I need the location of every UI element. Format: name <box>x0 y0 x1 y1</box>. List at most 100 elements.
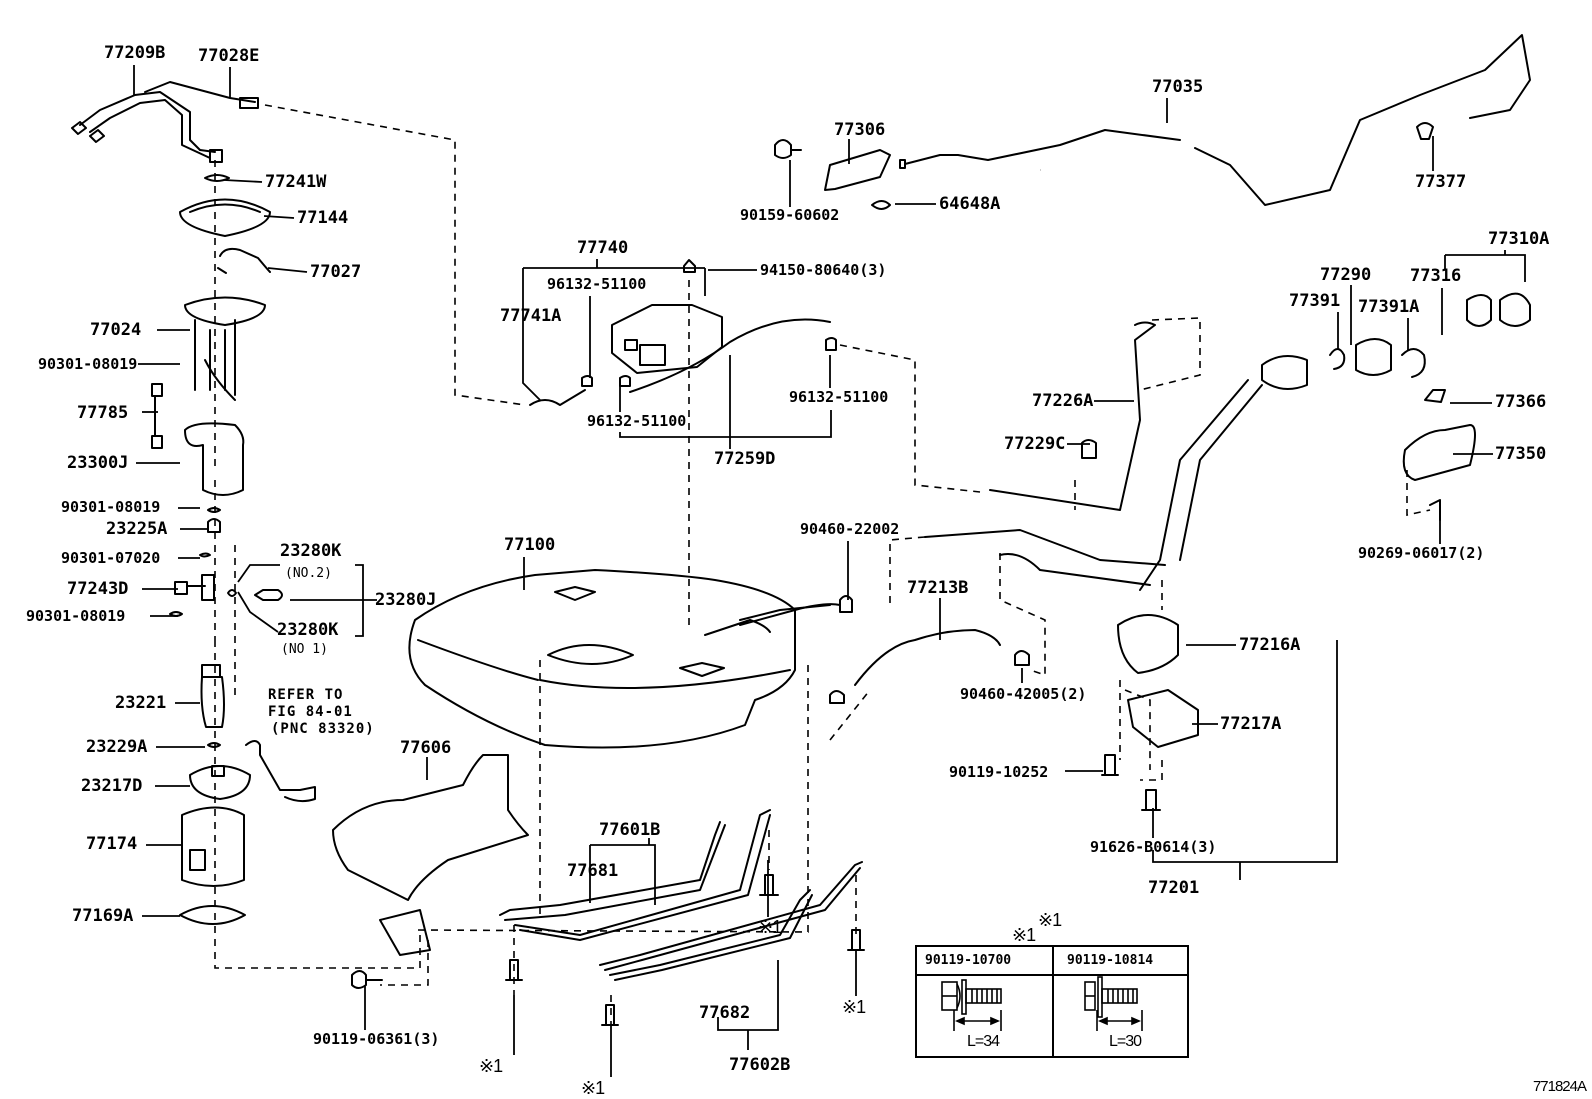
breather-tube-77226A <box>989 321 1156 511</box>
label-91626-B0614[interactable]: 91626-B0614(3) <box>1090 838 1217 856</box>
leader-line <box>522 259 706 401</box>
label-77316[interactable]: 77316 <box>1410 266 1462 286</box>
label-77682[interactable]: 77682 <box>699 1003 751 1023</box>
leader-line <box>267 267 308 273</box>
label-96132-51100[interactable]: 96132-51100 <box>789 388 889 406</box>
bracket-77217A <box>1127 689 1199 748</box>
label-23225A[interactable]: 23225A <box>106 519 168 539</box>
label-77740[interactable]: 77740 <box>577 238 629 258</box>
leader-line <box>589 838 656 905</box>
label-77259D[interactable]: 77259D <box>714 449 776 469</box>
o-ring-small <box>199 552 211 558</box>
label-23300J[interactable]: 23300J <box>67 453 129 473</box>
label-77681[interactable]: 77681 <box>567 861 619 881</box>
label-77027[interactable]: 77027 <box>310 262 362 282</box>
filler-cap-seal-77290 <box>1355 338 1392 376</box>
harness-connector-end <box>239 97 259 109</box>
label-77217A[interactable]: 77217A <box>1220 714 1282 734</box>
filler-neck <box>1261 355 1308 390</box>
label-77229C[interactable]: 77229C <box>1004 434 1066 454</box>
label-77741A[interactable]: 77741A <box>500 306 562 326</box>
charcoal-canister-77740 <box>611 304 723 374</box>
label-77028E[interactable]: 77028E <box>198 46 260 66</box>
assembly-dashed-line <box>1406 470 1431 516</box>
label-77035[interactable]: 77035 <box>1152 77 1204 97</box>
fuel-tank-band-77602B <box>599 861 863 971</box>
label-23280K-no1[interactable]: 23280K <box>277 620 339 640</box>
leader-line <box>355 564 364 637</box>
label-90301-08019[interactable]: 90301-08019 <box>61 498 161 516</box>
label-90159-60602[interactable]: 90159-60602 <box>740 206 840 224</box>
label-90119-10252[interactable]: 90119-10252 <box>949 763 1049 781</box>
label-77216A[interactable]: 77216A <box>1239 635 1301 655</box>
leader-line <box>237 591 279 633</box>
ref-mark-1: ※1 <box>1012 925 1036 945</box>
label-90301-08019[interactable]: 90301-08019 <box>26 607 126 625</box>
label-94150-80640[interactable]: 94150-80640(3) <box>760 261 887 279</box>
fuel-tank-band-77681 <box>499 821 726 921</box>
bolt-icon <box>1084 976 1143 1031</box>
plate-clip <box>204 174 230 182</box>
label-77350[interactable]: 77350 <box>1495 444 1547 464</box>
label-77169A[interactable]: 77169A <box>72 906 134 926</box>
label-64648A[interactable]: 64648A <box>939 194 1001 214</box>
label-23280J[interactable]: 23280J <box>375 590 437 610</box>
label-77209B[interactable]: 77209B <box>104 43 166 63</box>
fuel-filler-pipe-77201 <box>1139 379 1263 591</box>
bolt-91626-B0614 <box>1141 789 1161 811</box>
clamp-90460-22002 <box>839 595 853 613</box>
label-23221[interactable]: 23221 <box>115 693 167 713</box>
ref-mark-1: ※1 <box>842 997 866 1017</box>
label-90119-06361[interactable]: 90119-06361(3) <box>313 1030 440 1048</box>
label-90301-07020[interactable]: 90301-07020 <box>61 549 161 567</box>
harness-connectors <box>71 121 105 143</box>
label-23280K-no2-note: (NO.2) <box>285 566 332 581</box>
label-77306[interactable]: 77306 <box>834 120 886 140</box>
label-90269-06017[interactable]: 90269-06017(2) <box>1358 544 1485 562</box>
assembly-dashed-line <box>264 104 526 406</box>
label-77100[interactable]: 77100 <box>504 535 556 555</box>
fuel-door-cable-77035 <box>899 129 1181 169</box>
label-77174[interactable]: 77174 <box>86 834 138 854</box>
fuel-tank-vent-tube <box>704 603 841 636</box>
pump-cover-23217D <box>189 765 251 800</box>
label-77290[interactable]: 77290 <box>1320 265 1372 285</box>
label-23229A[interactable]: 23229A <box>86 737 148 757</box>
label-77310A[interactable]: 77310A <box>1488 229 1550 249</box>
label-77024[interactable]: 77024 <box>90 320 142 340</box>
wire-pigtail <box>217 247 271 274</box>
label-77366[interactable]: 77366 <box>1495 392 1547 412</box>
assembly-dashed-line <box>839 344 981 493</box>
label-77243D[interactable]: 77243D <box>67 579 129 599</box>
pump-plate <box>184 296 266 326</box>
assembly-dashed-line <box>999 553 1046 677</box>
label-77213B[interactable]: 77213B <box>907 578 969 598</box>
label-77391A[interactable]: 77391A <box>1358 297 1420 317</box>
label-90301-08019[interactable]: 90301-08019 <box>38 355 138 373</box>
label-77377[interactable]: 77377 <box>1415 172 1467 192</box>
sender-gauge-77785 <box>151 383 163 449</box>
screw-90159-60602 <box>774 139 802 159</box>
label-23217D[interactable]: 23217D <box>81 776 143 796</box>
bracket-77216A <box>1117 614 1179 674</box>
label-77391[interactable]: 77391 <box>1289 291 1341 311</box>
table-length-2: L=30 <box>1109 1033 1142 1050</box>
label-77602B[interactable]: 77602B <box>729 1055 791 1075</box>
label-77201[interactable]: 77201 <box>1148 878 1200 898</box>
snap-ring-77391A <box>1401 348 1426 378</box>
label-90460-42005[interactable]: 90460-42005(2) <box>960 685 1087 703</box>
fuel-filler-hose <box>999 553 1151 586</box>
label-77601B[interactable]: 77601B <box>599 820 661 840</box>
fuel-tank-pump-opening <box>547 644 634 665</box>
label-77144[interactable]: 77144 <box>297 208 349 228</box>
label-90460-22002[interactable]: 90460-22002 <box>800 520 900 538</box>
label-77226A[interactable]: 77226A <box>1032 391 1094 411</box>
label-96132-51100[interactable]: 96132-51100 <box>587 412 687 430</box>
label-77241W[interactable]: 77241W <box>265 172 327 192</box>
bolt-table-marker: ※1 <box>1038 910 1062 930</box>
label-23280K-no2[interactable]: 23280K <box>280 541 342 561</box>
label-77785[interactable]: 77785 <box>77 403 129 423</box>
label-96132-51100[interactable]: 96132-51100 <box>547 275 647 293</box>
label-77606[interactable]: 77606 <box>400 738 452 758</box>
ref-mark-1: ※1 <box>479 1056 503 1076</box>
